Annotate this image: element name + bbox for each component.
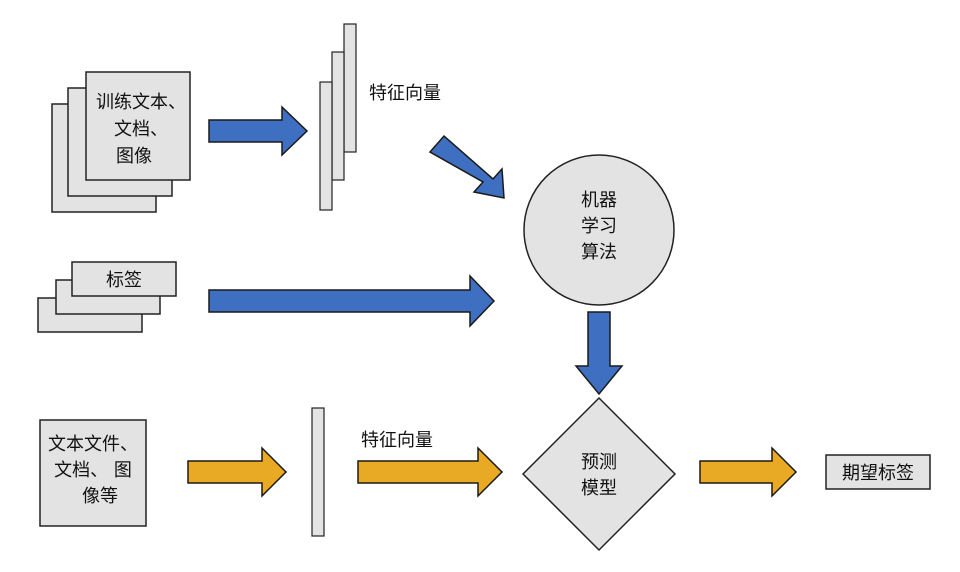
training-docs-line2: 文档、 bbox=[114, 119, 168, 140]
algorithm-line3: 算法 bbox=[581, 242, 617, 263]
model-line1: 预测 bbox=[581, 452, 617, 473]
labels-stack: 标签 bbox=[37, 261, 177, 333]
arrow-model-to-label bbox=[699, 446, 798, 498]
labels-box-text: 标签 bbox=[106, 270, 142, 291]
training-docs-line1: 训练文本、 bbox=[96, 92, 186, 113]
model-line2: 模型 bbox=[581, 478, 617, 499]
expected-label-text: 期望标签 bbox=[842, 463, 914, 484]
new-docs-line3: 像等 bbox=[82, 486, 118, 507]
training-documents-stack: 训练文本、 文档、 图像 bbox=[51, 71, 191, 213]
new-docs-line1: 文本文件、 bbox=[48, 434, 138, 455]
ml-algorithm-circle bbox=[523, 154, 675, 306]
feature-vector-label-bottom: 特征向量 bbox=[361, 430, 433, 451]
expected-label-box bbox=[825, 454, 931, 490]
arrow-docs-to-features bbox=[208, 105, 309, 157]
feature-vector-bars-top bbox=[319, 23, 357, 211]
arrow-labels-to-algorithm bbox=[208, 274, 496, 328]
prediction-model-diamond bbox=[521, 396, 677, 552]
new-docs-line2: 文档、 图 bbox=[54, 460, 132, 481]
algorithm-line1: 机器 bbox=[581, 190, 617, 211]
arrow-vector-to-model bbox=[357, 446, 504, 498]
new-documents-box bbox=[39, 419, 147, 527]
arrow-newdocs-to-vector bbox=[187, 446, 288, 498]
arrow-algorithm-to-model bbox=[574, 311, 624, 396]
feature-vector-bar-bottom bbox=[311, 407, 325, 537]
training-docs-line3: 图像 bbox=[116, 146, 152, 167]
feature-vector-label-top: 特征向量 bbox=[369, 83, 441, 104]
algorithm-line2: 学习 bbox=[581, 216, 617, 237]
arrow-features-to-algorithm bbox=[428, 134, 505, 199]
